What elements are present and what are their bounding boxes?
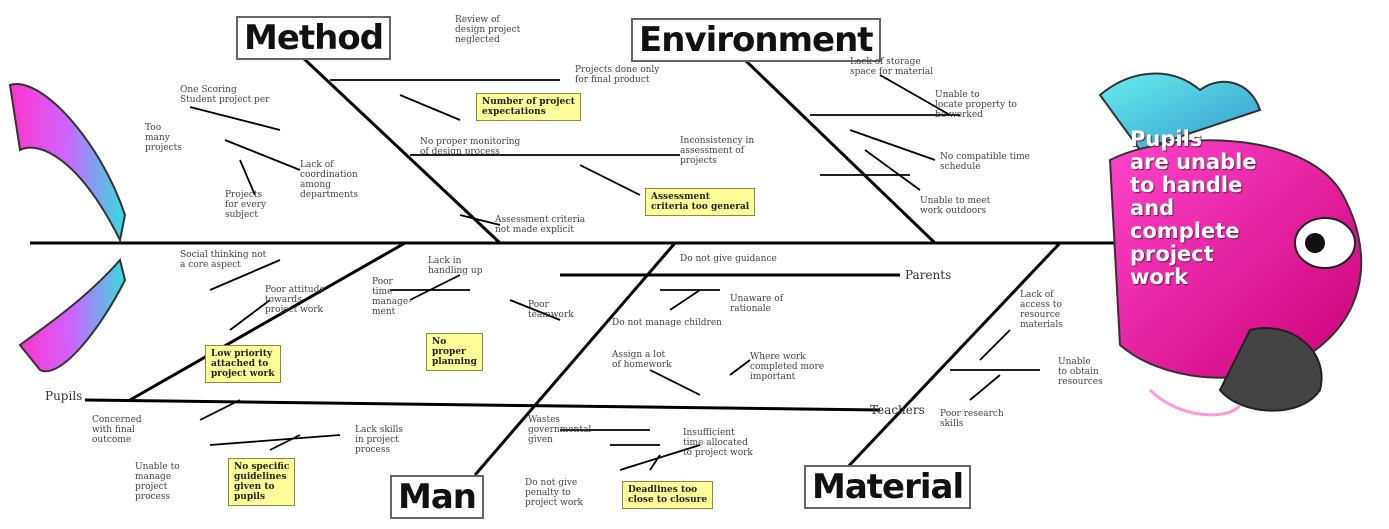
note-box: Deadlines too close to closure	[622, 481, 714, 509]
cause-text: Wastes governmental given	[528, 415, 592, 445]
cause-text: Poor teamwork	[528, 300, 574, 320]
cause-text: Too many projects	[145, 123, 182, 153]
cause-text: Inconsistency in assessment of projects	[680, 136, 755, 166]
label-pupils: Pupils	[45, 389, 83, 403]
cause-text: Projects for every subject	[225, 190, 267, 220]
cause-text: Do not give guidance	[680, 254, 777, 264]
cause-text: Unable to manage project process	[135, 462, 180, 502]
cause-text: Unaware of rationale	[730, 294, 784, 314]
cause-text: Do not manage children	[612, 318, 722, 328]
category-method: Method	[236, 16, 392, 60]
cause-text: Lack of coordination among departments	[300, 160, 359, 200]
cause-text: Projects done only for final product	[575, 65, 660, 85]
cause-text: Poor attitude towards project work	[265, 285, 325, 315]
environment-bone	[743, 58, 937, 245]
cause-text: Assign a lot of homework	[612, 350, 672, 370]
pupils-bone	[129, 241, 406, 402]
cause-text: No proper monitoring of design process	[420, 137, 521, 157]
note-box: Low priority attached to project work	[205, 345, 281, 383]
note-box: No specific guidelines given to pupils	[228, 458, 296, 506]
cause-text: Unable to obtain resources	[1058, 357, 1103, 387]
cause-text: Poor research skills	[940, 409, 1004, 429]
category-man: Man	[390, 475, 484, 519]
cause-text: Lack skills in project process	[355, 425, 404, 455]
cause-text: Lack of access to resource materials	[1020, 290, 1063, 330]
note-box: No proper planning	[426, 333, 483, 371]
cause-text: Where work completed more important	[750, 352, 825, 382]
category-material: Material	[804, 465, 972, 509]
note-box: Assessment criteria too general	[645, 188, 756, 216]
label-parents: Parents	[905, 268, 952, 282]
teachers-branch	[84, 398, 881, 412]
cause-text: Review of design project neglected	[455, 15, 521, 45]
cause-text: Poor time manage- ment	[372, 277, 412, 317]
fish-tail	[8, 82, 127, 373]
effect-problem: Pupils are unable to handle and complete…	[1130, 127, 1257, 289]
cause-text: Unable to locate property to be worked	[935, 90, 1017, 120]
fish-head	[1098, 72, 1363, 417]
material-bone	[843, 241, 1062, 472]
cause-text: One Scoring Student project per	[180, 85, 270, 105]
cause-text: Insufficient time allocated to project w…	[683, 428, 753, 458]
cause-text: Lack of storage space for material	[850, 57, 934, 77]
cause-text: Concerned with final outcome	[92, 415, 142, 445]
cause-text: Lack in handling up	[428, 256, 483, 276]
cause-text: Do not give penalty to project work	[525, 478, 583, 508]
cause-text: Assessment criteria not made explicit	[495, 215, 586, 235]
category-environment: Environment	[631, 18, 881, 62]
method-bone	[298, 53, 502, 245]
label-teachers: Teachers	[870, 403, 925, 417]
cause-text: Unable to meet work outdoors	[920, 196, 991, 216]
man-bone-inner	[473, 242, 677, 476]
cause-text: Social thinking not a core aspect	[180, 250, 267, 270]
note-box: Number of project expectations	[476, 93, 581, 121]
cause-text: No compatible time schedule	[940, 152, 1030, 172]
